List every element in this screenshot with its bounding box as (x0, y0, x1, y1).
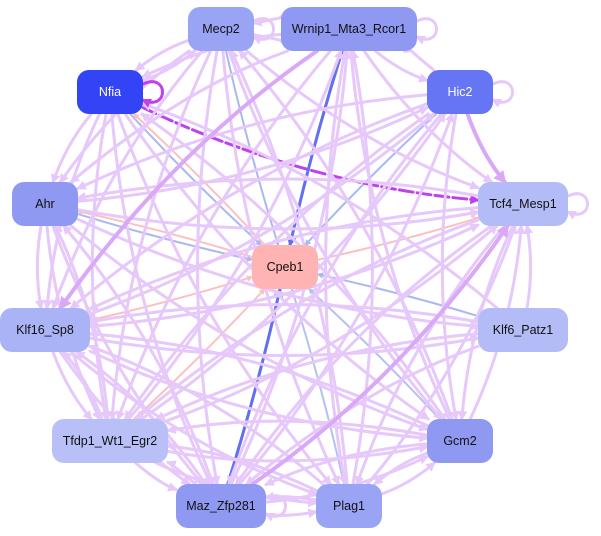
edge-plag1-to-wrnip1 (349, 49, 374, 486)
node-box-klf6 (478, 308, 568, 352)
edge-hic2-to-gcm2 (440, 112, 460, 421)
edge-klf16-to-tfdp1 (51, 350, 93, 421)
self-loop-wrnip1 (415, 17, 438, 45)
node-klf16[interactable]: Klf16_Sp8 (0, 308, 90, 352)
edge-maz-to-hic2 (238, 112, 455, 486)
edge-hic2-to-ahr (76, 93, 429, 190)
self-loop-hic2 (491, 80, 514, 108)
edge-gcm2-to-tfdp1 (166, 419, 429, 437)
edge-klf16-to-hic2 (88, 112, 436, 316)
edge-maz-to-ahr (62, 224, 215, 486)
node-box-hic2 (427, 70, 493, 114)
edge-plag1-to-klf16 (88, 344, 325, 486)
edge-wrnip1-to-hic2 (373, 49, 429, 83)
node-box-klf16 (0, 308, 90, 352)
edge-gcm2-to-plag1 (373, 451, 429, 486)
node-hic2[interactable]: Hic2 (427, 70, 493, 114)
edge-tfdp1-to-klf16 (62, 350, 104, 421)
self-loop-nfia (141, 80, 164, 108)
node-maz[interactable]: Maz_Zfp281 (176, 484, 266, 528)
edge-plag1-to-gcm2 (380, 461, 436, 496)
node-tfdp1[interactable]: Tfdp1_Wt1_Egr2 (52, 419, 168, 463)
edge-plag1-to-tcf4 (366, 224, 518, 486)
node-box-tcf4 (478, 182, 568, 226)
edge-maz-to-tfdp1 (166, 460, 197, 486)
edge-tcf4-to-maz (234, 224, 493, 486)
edge-wrnip1-to-tcf4 (362, 49, 494, 184)
edge-ahr-to-klf16 (34, 224, 45, 310)
node-box-gcm2 (427, 419, 493, 463)
node-tcf4[interactable]: Tcf4_Mesp1 (478, 182, 568, 226)
edge-maz-to-klf16 (75, 350, 208, 486)
edge-klf6-to-tfdp1 (154, 332, 480, 421)
edge-nfia-to-cpeb1 (129, 113, 263, 246)
node-plag1[interactable]: Plag1 (316, 484, 382, 528)
node-wrnip1[interactable]: Wrnip1_Mta3_Rcor1 (281, 7, 417, 51)
edge-ahr-to-klf6 (76, 217, 480, 331)
node-nfia[interactable]: Nfia (77, 70, 143, 114)
node-cpeb1[interactable]: Cpeb1 (252, 245, 318, 289)
node-box-ahr (12, 182, 78, 226)
edge-plag1-to-tfdp1 (166, 441, 318, 492)
edge-hic2-to-tcf4 (465, 112, 507, 184)
node-mecp2[interactable]: Mecp2 (188, 7, 254, 51)
node-box-wrnip1 (281, 7, 417, 51)
node-box-plag1 (316, 484, 382, 528)
edge-mecp2-to-nfia (134, 39, 190, 72)
node-klf6[interactable]: Klf6_Patz1 (478, 308, 568, 352)
node-ahr[interactable]: Ahr (12, 182, 78, 226)
edge-tfdp1-to-maz (134, 461, 178, 492)
edge-hic2-to-wrnip1 (402, 43, 436, 72)
node-gcm2[interactable]: Gcm2 (427, 419, 493, 463)
edge-klf6-to-tcf4 (523, 224, 534, 310)
node-box-nfia (77, 70, 143, 114)
self-loop-maz (264, 494, 287, 522)
edge-gcm2-to-maz (264, 442, 429, 487)
node-box-cpeb1 (252, 245, 318, 289)
node-box-maz (176, 484, 266, 528)
self-loop-mecp2 (252, 17, 275, 45)
edge-klf16-to-plag1 (69, 350, 318, 497)
edge-gcm2-to-klf16 (88, 329, 429, 427)
edge-klf16-to-gcm2 (88, 349, 429, 443)
edge-tfdp1-to-ahr (54, 224, 110, 421)
edge-ahr-to-hic2 (76, 106, 429, 203)
edge-gcm2-to-mecp2 (238, 49, 454, 421)
node-box-tfdp1 (52, 419, 168, 463)
edge-tfdp1-to-tcf4 (166, 224, 499, 422)
edge-nfia-to-ahr (51, 112, 93, 184)
edge-maz-to-tcf4 (250, 223, 510, 486)
node-box-mecp2 (188, 7, 254, 51)
edge-nfia-to-mecp2 (141, 49, 197, 82)
edge-tcf4-to-klf16 (88, 206, 480, 311)
edge-wrnip1-to-tfdp1 (116, 49, 332, 421)
edge-wrnip1-to-klf16 (58, 49, 319, 311)
self-loop-tcf4 (566, 192, 589, 220)
edge-tcf4-to-ahr (76, 177, 480, 202)
edge-klf16-to-tcf4 (88, 223, 480, 328)
